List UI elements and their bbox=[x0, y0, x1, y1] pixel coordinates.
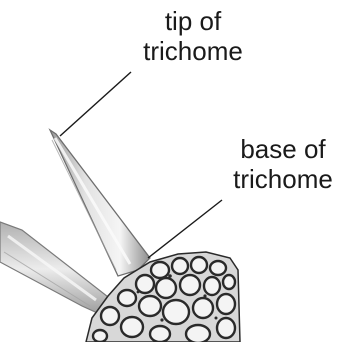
tip-label-line-2: trichome bbox=[118, 36, 268, 66]
main-trichome bbox=[50, 130, 150, 276]
base-leader-line bbox=[148, 200, 222, 258]
tip-leader-line bbox=[60, 72, 131, 136]
base-label-line-1: base of bbox=[218, 134, 337, 164]
leaf-tissue bbox=[86, 252, 240, 342]
base-of-trichome-label: base of trichome bbox=[218, 134, 337, 194]
tip-label-line-1: tip of bbox=[118, 6, 268, 36]
left-trichome bbox=[0, 222, 112, 316]
tip-of-trichome-label: tip of trichome bbox=[118, 6, 268, 66]
base-label-line-2: trichome bbox=[218, 164, 337, 194]
